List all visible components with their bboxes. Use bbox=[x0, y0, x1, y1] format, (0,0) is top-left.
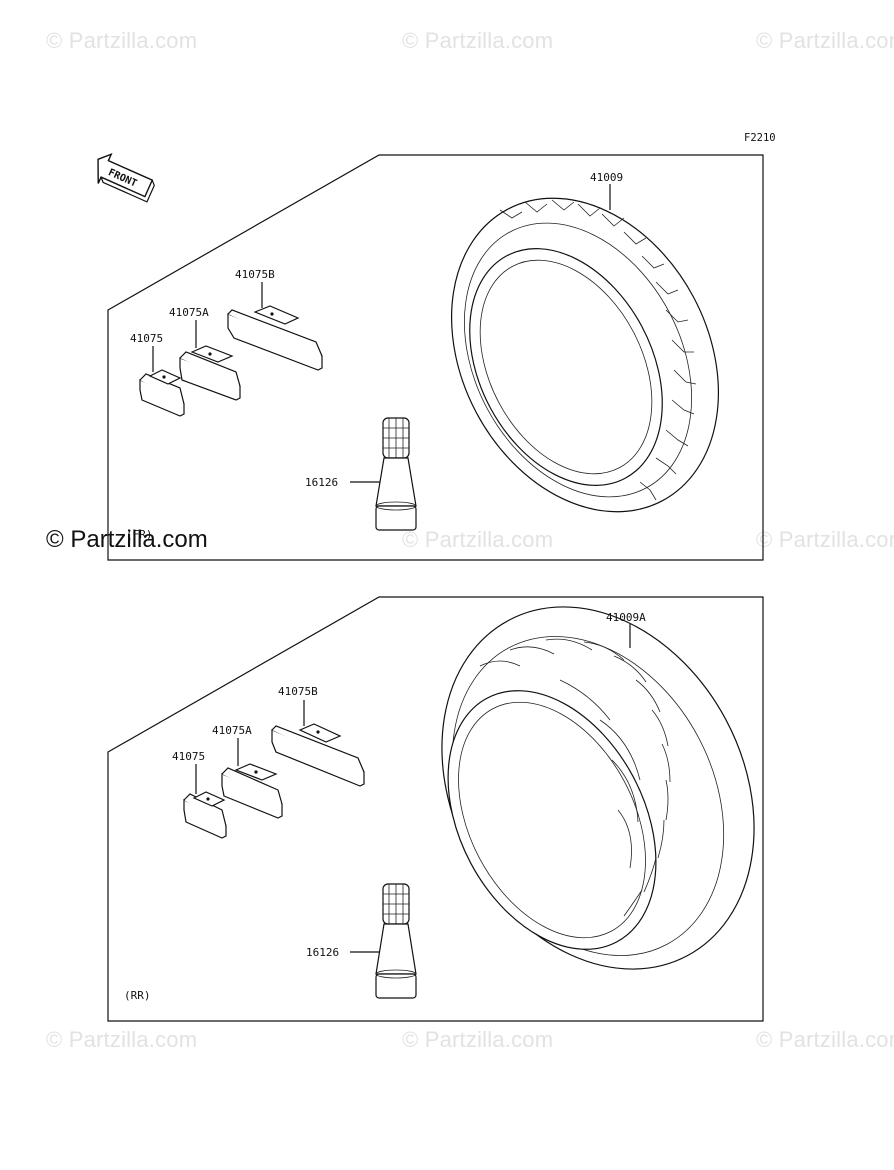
watermark-mid-center: © Partzilla.com bbox=[402, 527, 554, 552]
watermark-top-right: © Partzilla.com bbox=[756, 28, 894, 53]
front-panel: 41009 41075B 41075A 41075 bbox=[107, 154, 764, 561]
rear-tire-tread bbox=[479, 638, 671, 917]
front-valve bbox=[375, 417, 417, 531]
front-tire-part-number: 41009 bbox=[590, 171, 623, 184]
front-weight-a-part-number: 41075A bbox=[169, 306, 209, 319]
rear-weight-b bbox=[271, 723, 365, 787]
front-weight bbox=[139, 369, 185, 417]
front-weight-b bbox=[227, 305, 323, 371]
rear-valve bbox=[375, 883, 417, 999]
watermark-bottom-right: © Partzilla.com bbox=[756, 1027, 894, 1052]
front-tire-tread bbox=[499, 199, 697, 501]
rear-weight bbox=[183, 791, 227, 839]
front-arrow-icon: FRONT bbox=[97, 152, 155, 203]
rear-tire bbox=[441, 606, 755, 970]
watermark-top-left: © Partzilla.com bbox=[46, 28, 198, 53]
watermark-mid-right: © Partzilla.com bbox=[756, 527, 894, 552]
rear-panel: 41009A 41075B 41075A 41075 bbox=[107, 596, 764, 1022]
rear-section-label: (RR) bbox=[124, 989, 151, 1002]
figure-code: F2210 bbox=[744, 132, 776, 144]
front-panel-border bbox=[107, 154, 764, 561]
front-weight-a bbox=[179, 345, 241, 401]
rear-valve-part-number: 16126 bbox=[306, 946, 339, 959]
rear-panel-border bbox=[107, 596, 764, 1022]
front-weight-part-number: 41075 bbox=[130, 332, 163, 345]
rear-weight-b-part-number: 41075B bbox=[278, 685, 318, 698]
front-section-label: (FR) bbox=[126, 528, 153, 541]
front-valve-part-number: 16126 bbox=[305, 476, 338, 489]
front-tire bbox=[451, 197, 719, 513]
watermark-top-center: © Partzilla.com bbox=[402, 28, 554, 53]
front-weight-b-part-number: 41075B bbox=[235, 268, 275, 281]
rear-weight-part-number: 41075 bbox=[172, 750, 205, 763]
watermark-bottom-left: © Partzilla.com bbox=[46, 1027, 198, 1052]
rear-tire-part-number: 41009A bbox=[606, 611, 646, 624]
rear-weight-a-part-number: 41075A bbox=[212, 724, 252, 737]
watermark-bottom-center: © Partzilla.com bbox=[402, 1027, 554, 1052]
rear-weight-a bbox=[221, 763, 283, 819]
watermark-dark: © Partzilla.com bbox=[46, 526, 208, 553]
